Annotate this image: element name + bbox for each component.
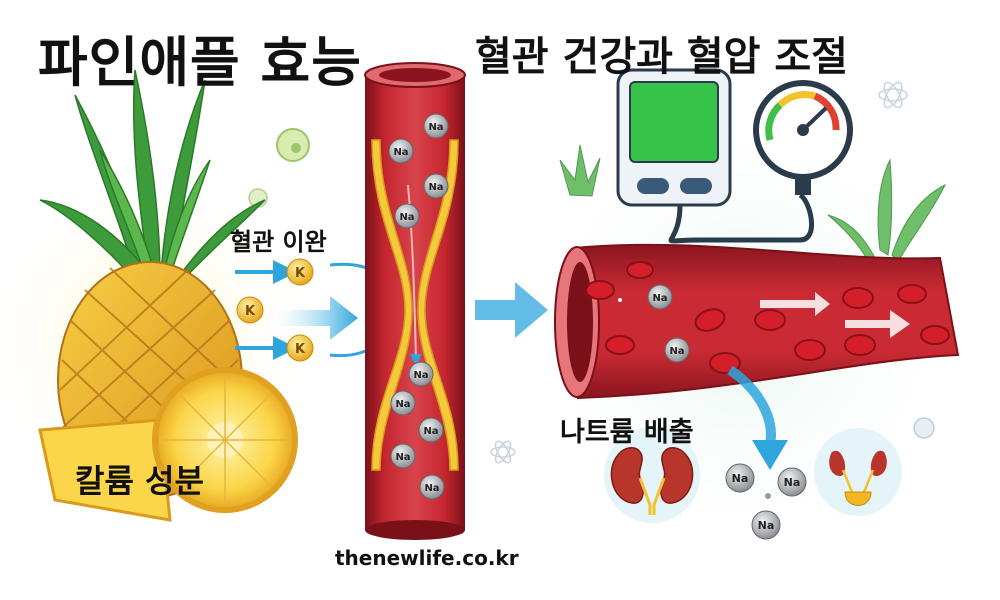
pressure-gauge-icon [753,80,853,195]
sodium-ions-excreted: Na Na Na [725,463,807,540]
sodium-ion: Na [395,399,410,410]
sodium-ion: Na [399,212,414,223]
svg-text:Na: Na [784,476,801,489]
svg-text:Na: Na [732,472,749,485]
footer-website: thenewlife.co.kr [335,546,519,570]
sodium-ion: Na [395,452,410,463]
sodium-ion: Na [424,483,439,494]
bladder-icon [814,428,902,516]
blood-pressure-monitor-icon [616,68,815,244]
blood-vessel-icon [364,62,466,540]
sodium-ion: Na [428,122,443,133]
leaf-decoration [559,144,947,266]
sodium-ions-vessel: Na Na Na Na Na Na Na Na Na [388,113,449,500]
label-sodium-excretion: 나트륨 배출 [560,417,694,448]
pineapple-icon [38,69,298,522]
flow-arrow [475,282,548,338]
page-subtitle: 혈관 건강과 혈압 조절 [475,34,848,80]
label-vessel-relaxation: 혈관 이완 [230,228,327,256]
sodium-ion: Na [423,426,438,437]
svg-text:Na: Na [652,293,667,304]
label-potassium-content: 칼륨 성분 [75,462,204,500]
sodium-ion: Na [413,370,428,381]
potassium-ion-1: K [295,266,306,281]
svg-text:Na: Na [669,346,684,357]
sodium-ion: Na [393,147,408,158]
kidney-icon [604,427,700,523]
page-title: 파인애플 효능 [38,31,362,94]
sodium-ion: Na [428,182,443,193]
svg-text:Na: Na [758,519,775,532]
atom-icon [490,81,908,464]
potassium-ion-3: K [295,342,306,357]
potassium-ion-2: K [245,304,256,319]
sodium-ions-horizontal: Na Na [647,284,690,363]
